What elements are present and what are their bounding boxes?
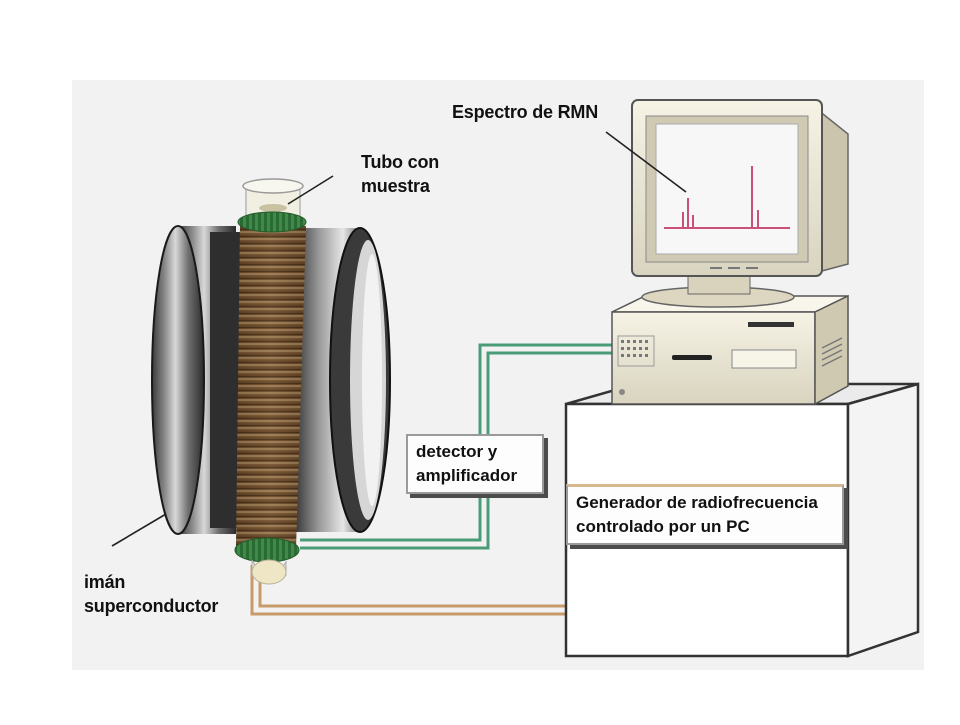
label-detector-amplifier: detector y amplificador (406, 434, 544, 494)
label-superconducting-magnet: imán superconductor (84, 572, 219, 616)
label-nmr-spectrum: Espectro de RMN (452, 102, 599, 122)
computer-case-icon (611, 294, 849, 406)
superconducting-magnet-icon (151, 178, 391, 585)
label-rf-generator: Generador de radiofrecuencia controlado … (566, 484, 844, 545)
leader-lines (111, 131, 687, 547)
spectrum-plot (664, 166, 790, 229)
computer-monitor-icon (631, 99, 849, 308)
label-sample-tube: Tubo con muestra (361, 152, 440, 196)
rf-coil-icon (234, 211, 307, 563)
